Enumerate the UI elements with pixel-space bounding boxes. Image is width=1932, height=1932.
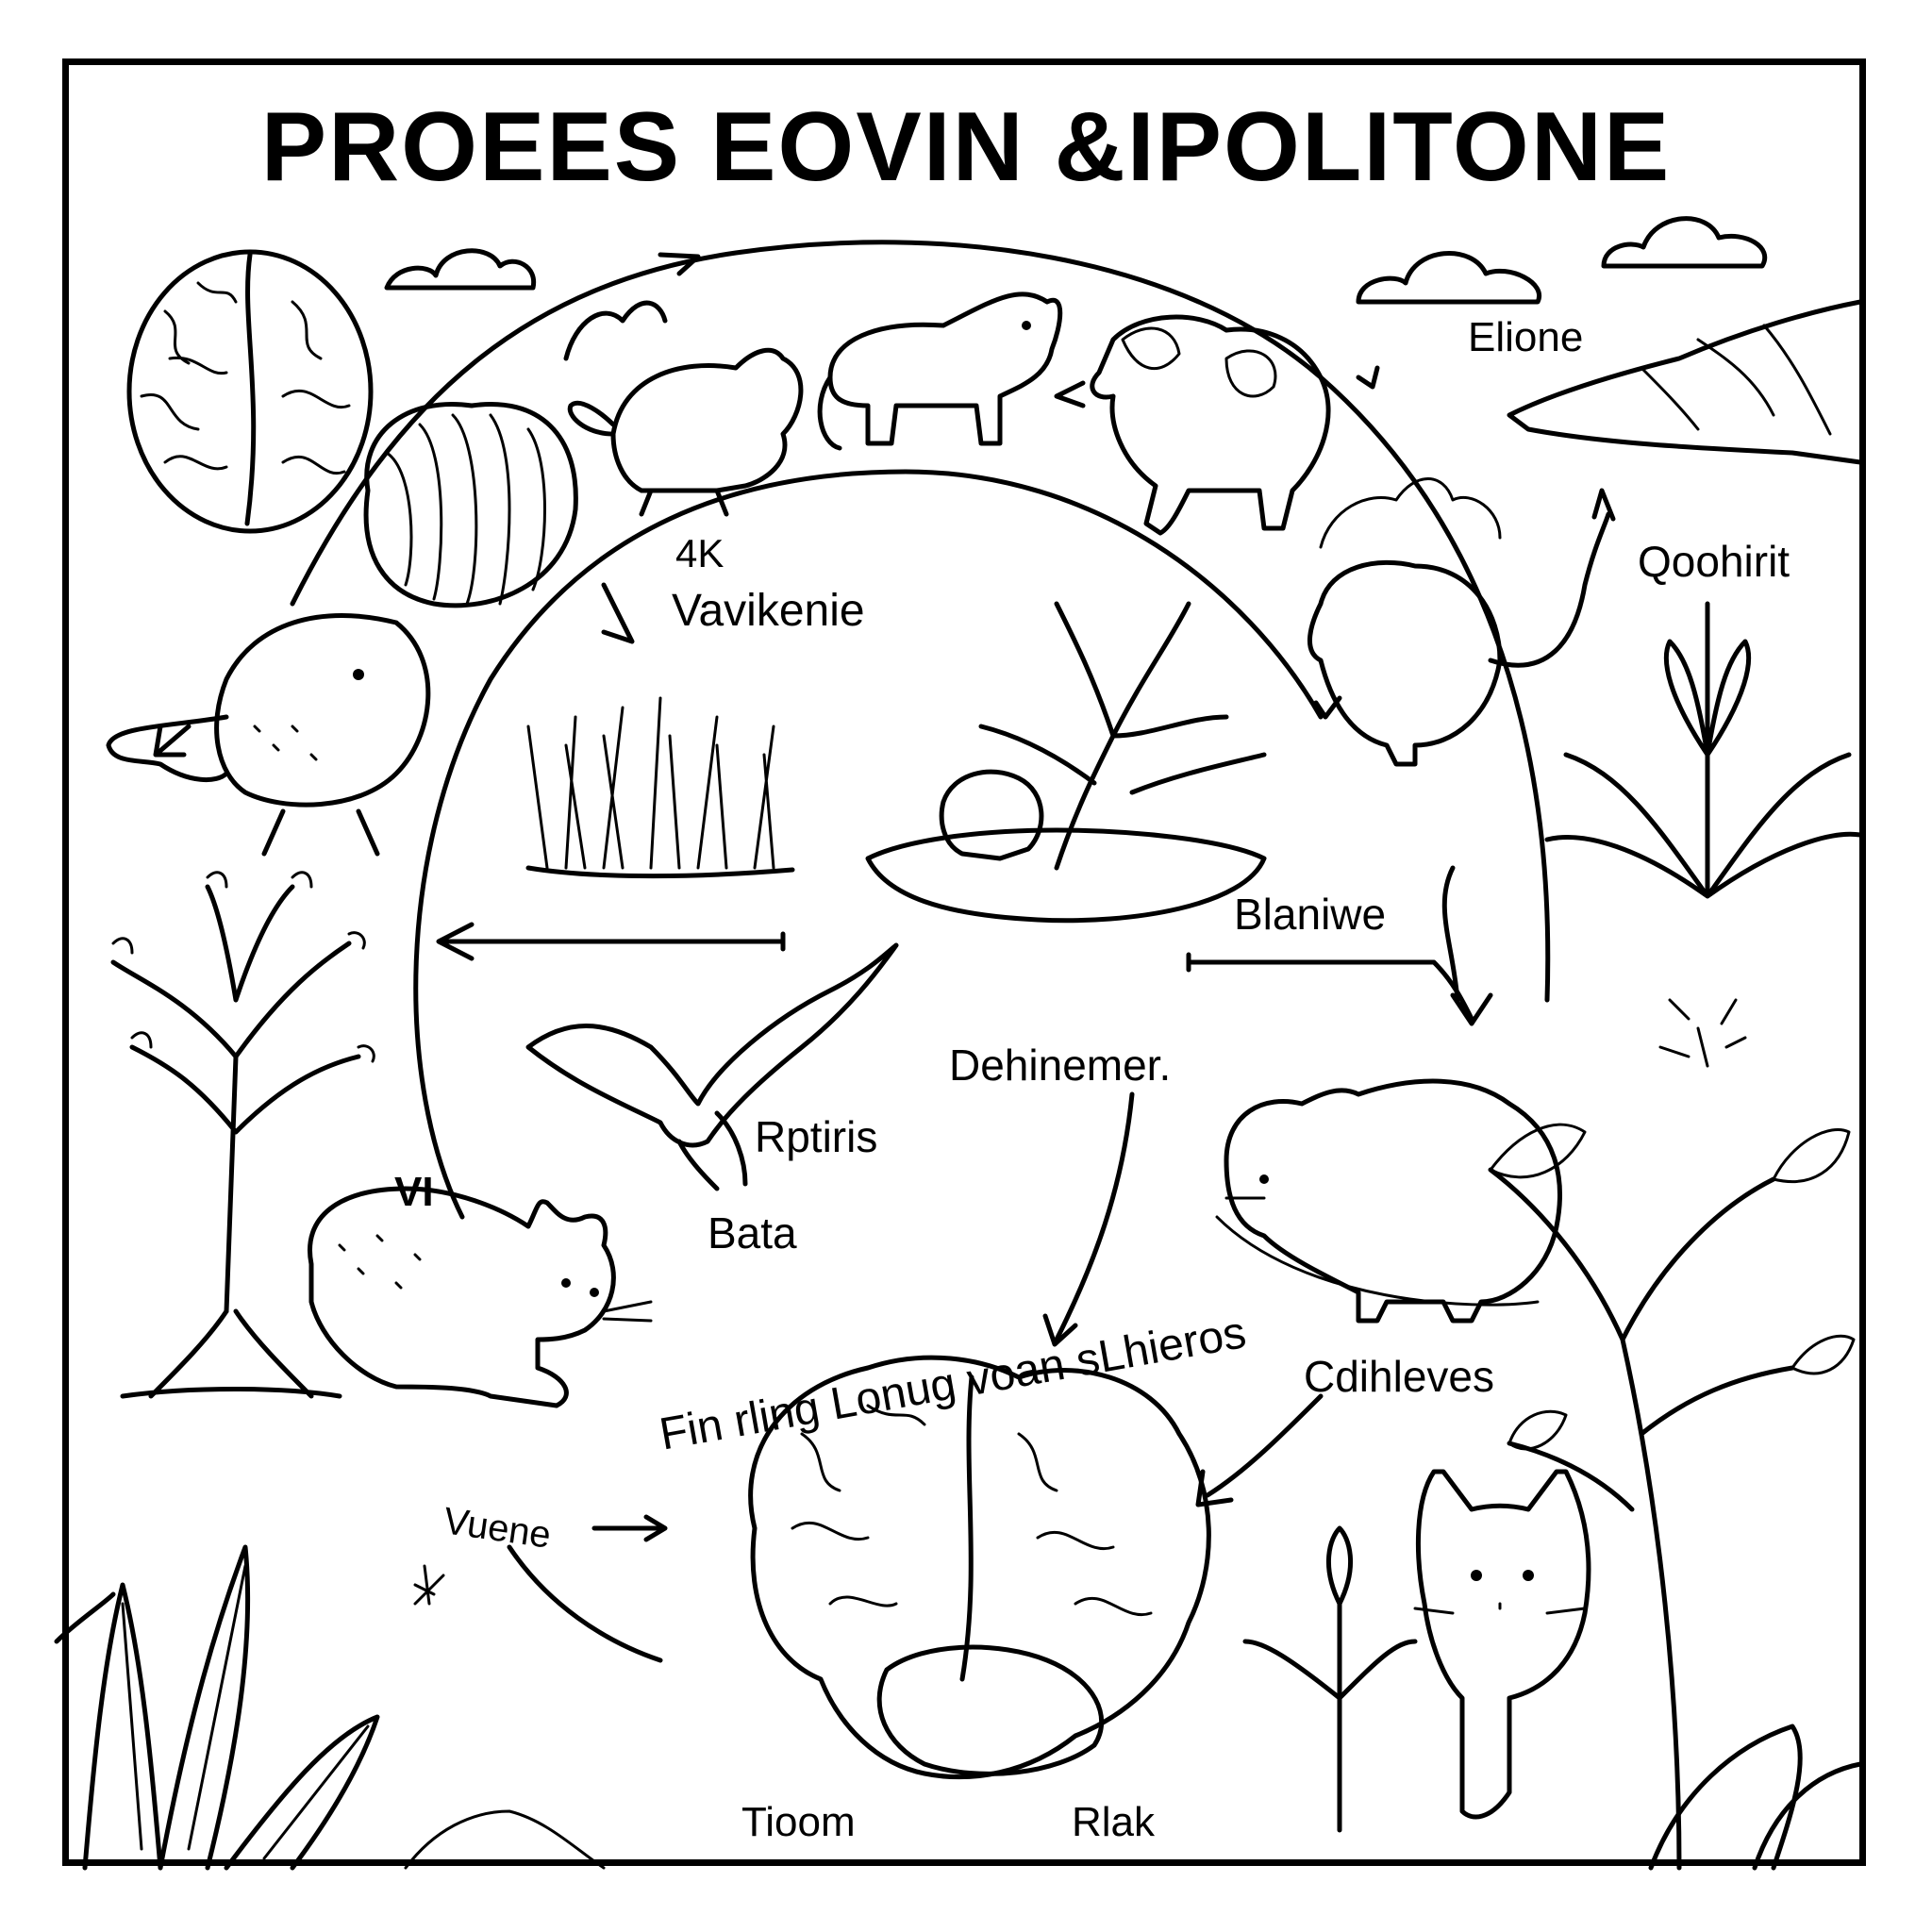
arrow-icon bbox=[1198, 1396, 1321, 1505]
armadillo-icon bbox=[366, 404, 575, 605]
outer-arc bbox=[292, 242, 1548, 1000]
label-center-right: Blaniwe bbox=[1234, 890, 1387, 939]
diagram-title: PROEES EOVIN &IPOLITONE bbox=[260, 92, 1672, 202]
cat-icon bbox=[1415, 1472, 1589, 1817]
brain-icon bbox=[129, 252, 371, 531]
label-top-right: Elione bbox=[1468, 314, 1584, 360]
tree-icon bbox=[1491, 1124, 1854, 1868]
label-bird-lower: Bata bbox=[708, 1208, 797, 1257]
bird-icon bbox=[528, 945, 896, 1189]
plant-icon bbox=[1245, 1528, 1860, 1868]
arrow-icon bbox=[509, 1547, 660, 1660]
label-right-upper: Qoohirit bbox=[1638, 537, 1790, 586]
inner-arc bbox=[416, 472, 1321, 1217]
cat-icon bbox=[566, 303, 801, 514]
bear-icon bbox=[1092, 317, 1328, 533]
bear-icon bbox=[941, 772, 1041, 858]
tree-icon bbox=[868, 604, 1264, 921]
arrow-icon bbox=[1045, 1094, 1132, 1344]
arrow-icon bbox=[1189, 955, 1491, 1024]
cat-icon bbox=[309, 1189, 651, 1406]
label-lower-right: Cdihleves bbox=[1304, 1352, 1494, 1401]
label-bird: Rptiris bbox=[755, 1112, 878, 1161]
label-bottom-left: Tioom bbox=[741, 1799, 856, 1845]
label-cat-left: VI bbox=[394, 1169, 434, 1215]
animal-icon bbox=[108, 616, 428, 855]
bear-icon bbox=[820, 294, 1060, 448]
brain-icon bbox=[751, 1357, 1209, 1777]
plant-icon bbox=[57, 1547, 604, 1868]
cat-icon bbox=[1309, 479, 1608, 765]
mountain-icon bbox=[1509, 302, 1860, 462]
tree-icon bbox=[113, 873, 374, 1396]
diagram-frame bbox=[62, 58, 1866, 1866]
animal-icon bbox=[1217, 1081, 1559, 1321]
arrow-icon bbox=[156, 255, 1613, 755]
sparkle-icon bbox=[415, 1000, 1745, 1604]
arrow-icon bbox=[439, 924, 783, 958]
label-center: Dehinemer. bbox=[949, 1041, 1172, 1090]
arrow-icon bbox=[594, 1517, 665, 1540]
cloud-icon bbox=[387, 219, 1765, 302]
grass-icon bbox=[528, 698, 792, 876]
label-center-upper-left-number: 4K bbox=[675, 531, 724, 575]
label-center-upper-left: Vavikenie bbox=[672, 586, 865, 636]
plant-icon bbox=[1547, 604, 1860, 896]
label-bottom-right: Rlak bbox=[1072, 1799, 1156, 1845]
